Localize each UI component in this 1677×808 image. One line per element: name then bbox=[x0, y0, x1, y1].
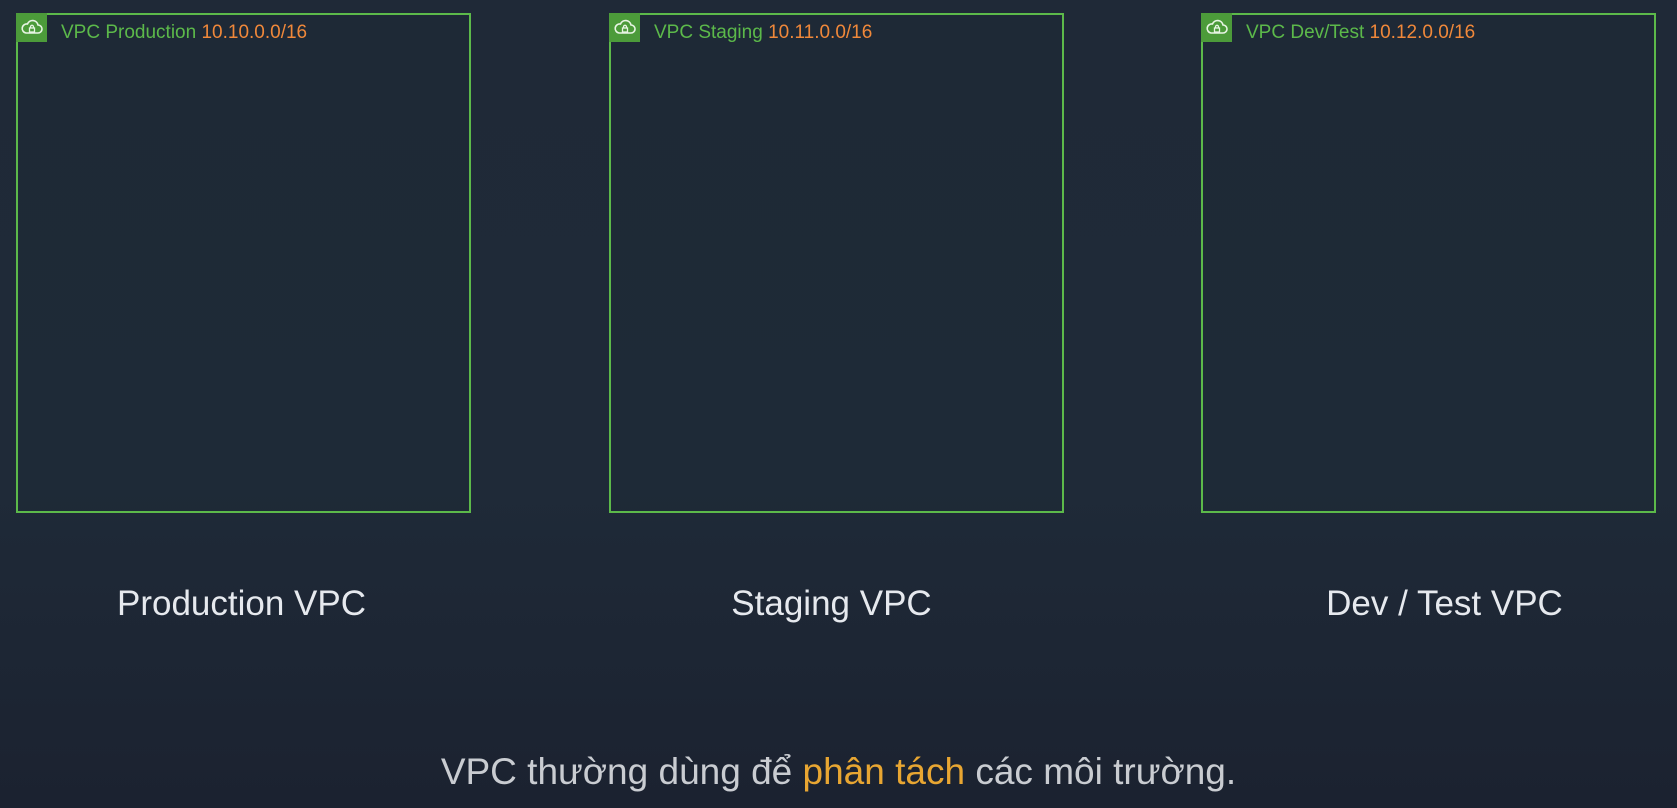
vpc-cidr: 10.10.0.0/16 bbox=[201, 22, 308, 43]
vpc-cidr: 10.11.0.0/16 bbox=[768, 22, 873, 43]
caption-text-before: VPC thường dùng để bbox=[440, 751, 803, 792]
vpc-staging-container: VPC Staging 10.11.0.0/16 bbox=[609, 13, 1064, 513]
staging-vpc-label: Staging VPC bbox=[731, 584, 932, 623]
vpc-cloud-lock-icon bbox=[1201, 13, 1232, 42]
vpc-cloud-lock-icon bbox=[609, 13, 640, 42]
caption-text-after: các môi trường. bbox=[965, 751, 1237, 792]
vpc-header: VPC Staging 10.11.0.0/16 bbox=[654, 22, 872, 44]
caption-highlight: phân tách bbox=[802, 751, 966, 792]
vpc-name: VPC Dev/Test bbox=[1246, 22, 1365, 43]
vpc-cidr: 10.12.0.0/16 bbox=[1369, 22, 1476, 43]
production-vpc-label: Production VPC bbox=[116, 584, 367, 623]
vpc-header: VPC Production 10.10.0.0/16 bbox=[61, 22, 307, 44]
vpc-name: VPC Production bbox=[61, 22, 197, 43]
vpc-name: VPC Staging bbox=[654, 22, 763, 43]
vpc-production-container: VPC Production 10.10.0.0/16 bbox=[16, 13, 471, 513]
devtest-vpc-label: Dev / Test VPC bbox=[1326, 584, 1563, 623]
vpc-devtest-container: VPC Dev/Test 10.12.0.0/16 bbox=[1201, 13, 1656, 513]
caption: VPC thường dùng để phân tách các môi trư… bbox=[0, 751, 1677, 793]
vpc-header: VPC Dev/Test 10.12.0.0/16 bbox=[1246, 22, 1475, 44]
vpc-cloud-lock-icon bbox=[16, 13, 47, 42]
